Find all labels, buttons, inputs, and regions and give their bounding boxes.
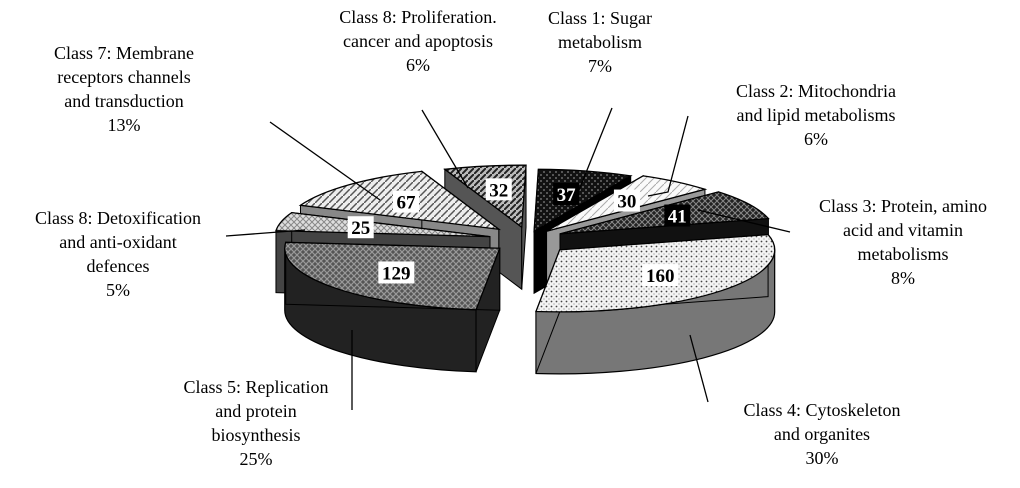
slice-value-label: 30 xyxy=(617,192,636,213)
slice-percent-label: 7% xyxy=(588,56,612,76)
leader-line xyxy=(269,121,381,201)
value-labels: 37 30 41 160 129 25 67 32 xyxy=(347,178,691,287)
leader-lines xyxy=(225,107,791,410)
slice-name-label: and anti-oxidant xyxy=(59,232,176,252)
slice-percent-label: 6% xyxy=(804,129,828,149)
slice-name-label: biosynthesis xyxy=(211,425,300,445)
slice-name-label: receptors channels xyxy=(57,67,190,87)
slice-name-label: Class 2: Mitochondria xyxy=(736,81,896,101)
slice-name-label: and organites xyxy=(774,424,870,444)
leader-line xyxy=(421,109,469,189)
leader-line xyxy=(225,229,306,237)
slice-name-label: metabolism xyxy=(558,32,642,52)
slice-percent-label: 13% xyxy=(108,115,141,135)
leader-line xyxy=(697,209,791,233)
leader-line xyxy=(647,115,689,197)
value-label-bg xyxy=(664,204,691,227)
slice-name-label: metabolisms xyxy=(858,244,949,264)
slice-value-label: 160 xyxy=(646,266,675,287)
leader-line xyxy=(689,334,709,403)
slice-name-label: Class 7: Membrane xyxy=(54,43,194,63)
slice-value-label: 41 xyxy=(668,207,687,228)
slice-percent-label: 25% xyxy=(240,449,273,469)
slice-value-label: 32 xyxy=(489,180,508,201)
slice-labels: Class 1: Sugar metabolism 7% Class 2: Mitoc… xyxy=(35,7,987,469)
leader-line xyxy=(574,107,613,201)
slice-name-label: and lipid metabolisms xyxy=(737,105,896,125)
slice-value-label: 37 xyxy=(557,185,577,206)
slice-name-label: defences xyxy=(87,256,150,276)
value-label-bg xyxy=(392,190,419,213)
slice-name-label: Class 3: Protein, amino xyxy=(819,196,987,216)
slice-percent-label: 30% xyxy=(806,448,839,468)
pie-slice xyxy=(559,191,770,235)
slice-name-label: and protein xyxy=(215,401,296,421)
slice-value-label: 129 xyxy=(382,263,411,284)
slice-name-label: Class 5: Replication xyxy=(184,377,329,397)
value-label-bg xyxy=(642,264,679,287)
value-label-bg xyxy=(553,182,580,205)
slice-name-label: Class 4: Cytoskeleton xyxy=(744,400,901,420)
slice-name-label: and transduction xyxy=(64,91,183,111)
value-label-bg xyxy=(378,261,415,284)
value-label-bg xyxy=(613,189,640,212)
slice-name-label: Class 8: Detoxification xyxy=(35,208,201,228)
slice-percent-label: 8% xyxy=(891,268,915,288)
slice-value-label: 25 xyxy=(351,218,370,239)
slice-name-label: acid and vitamin xyxy=(843,220,963,240)
slice-name-label: Class 8: Proliferation. xyxy=(339,7,496,27)
value-label-bg xyxy=(347,216,374,239)
slice-name-label: cancer and apoptosis xyxy=(343,31,493,51)
slice-percent-label: 6% xyxy=(406,55,430,75)
slice-name-label: Class 1: Sugar xyxy=(548,8,652,28)
value-label-bg xyxy=(485,178,512,201)
pie-slice xyxy=(275,211,491,238)
slice-percent-label: 5% xyxy=(106,280,130,300)
slice-value-label: 67 xyxy=(396,193,416,214)
